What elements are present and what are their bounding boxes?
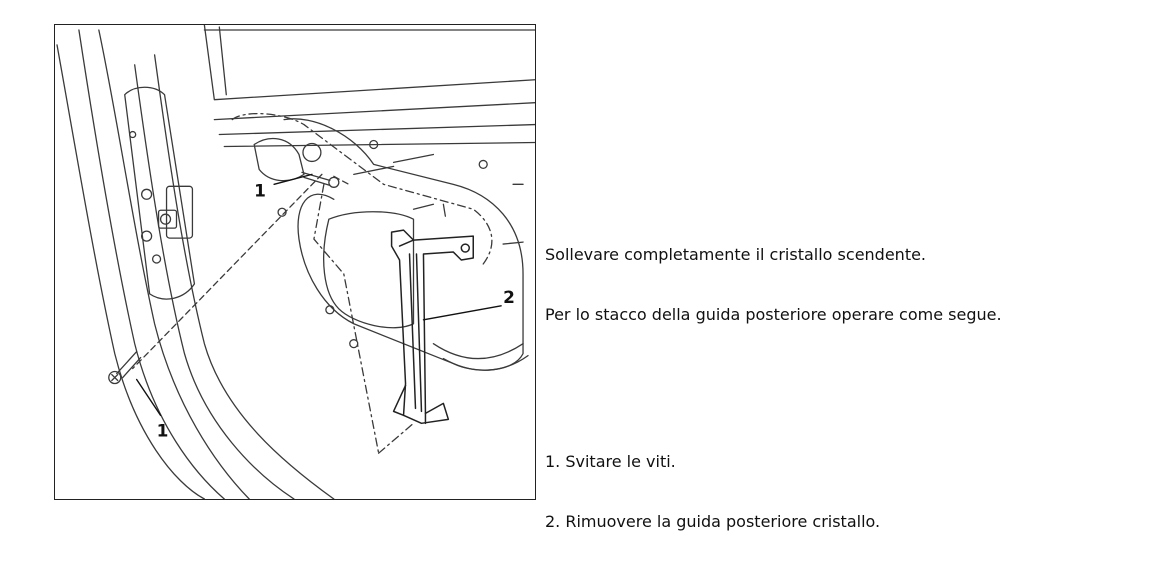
- door-latch-inner: [157, 209, 178, 229]
- callout-leader: [273, 173, 313, 186]
- pillar-contour: [134, 64, 295, 499]
- phantom-outline: [377, 422, 415, 454]
- technical-illustration: 1 2 1: [54, 24, 536, 500]
- instruction-step-1: 1. Svitare le viti.: [545, 452, 676, 471]
- instruction-raise-window: Sollevare completamente il cristallo sce…: [545, 245, 927, 264]
- phantom-outline: [313, 183, 380, 454]
- instruction-step-2: 2. Rimuovere la guida posteriore cristal…: [545, 512, 881, 531]
- callout-2: 2: [503, 287, 515, 307]
- window-rail: [223, 141, 535, 148]
- window-rail: [203, 25, 535, 101]
- screw-leader: [132, 173, 323, 370]
- screw-lower: [108, 350, 142, 385]
- pillar-contour: [56, 44, 206, 499]
- rear-window-guide: [390, 229, 474, 425]
- callout-leader: [135, 378, 162, 417]
- door-latch: [165, 185, 194, 239]
- callout-1-upper: 1: [254, 180, 266, 200]
- phantom-outline: [231, 112, 493, 265]
- window-rail: [213, 102, 535, 121]
- callout-leader: [422, 305, 502, 321]
- inner-door-cutout: [323, 211, 415, 329]
- window-rail: [218, 123, 535, 136]
- pillar-panel: [124, 86, 196, 300]
- callout-1-lower: 1: [157, 420, 169, 440]
- instruction-intro: Per lo stacco della guida posteriore ope…: [545, 305, 1002, 324]
- pillar-contour: [78, 29, 225, 499]
- pillar-contour: [98, 29, 250, 499]
- screw-upper: [301, 171, 340, 188]
- door-rear-guide-drawing: 1 2 1: [56, 25, 535, 499]
- pillar-contour: [153, 54, 335, 499]
- window-rail: [218, 26, 227, 96]
